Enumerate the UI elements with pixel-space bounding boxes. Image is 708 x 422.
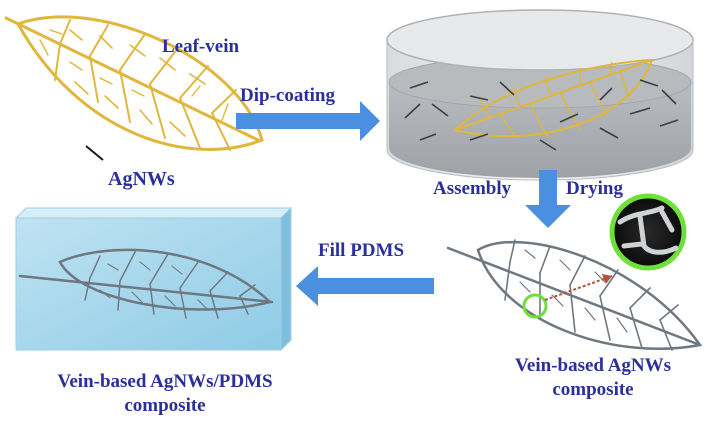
petri-dish-icon — [386, 9, 694, 181]
zoom-arrow-icon — [544, 274, 613, 301]
label-pdms-composite-line1: Vein-based AgNWs/PDMS — [57, 371, 273, 392]
label-vein-composite: Vein-based AgNWs composite — [488, 354, 698, 402]
arrow-fill-pdms — [296, 266, 434, 306]
arrow-assembly-drying — [525, 170, 571, 228]
label-agnws: AgNWs — [108, 168, 175, 190]
microscope-inset-icon — [609, 193, 687, 271]
label-drying: Drying — [566, 178, 623, 199]
arrow-dip-coating — [236, 101, 380, 141]
label-pdms-composite-line2: composite — [124, 395, 206, 416]
label-fill-pdms: Fill PDMS — [318, 240, 405, 261]
nanowire-icon — [85, 145, 104, 161]
label-vein-composite-line2: composite — [552, 379, 634, 400]
leaf-vein-skeleton-icon — [4, 15, 264, 151]
vein-composite-leaf-icon — [446, 239, 703, 351]
label-assembly: Assembly — [433, 178, 512, 199]
label-pdms-composite: Vein-based AgNWs/PDMS composite — [20, 370, 310, 418]
highlight-ring-icon — [522, 293, 548, 319]
label-leaf-vein: Leaf-vein — [162, 36, 240, 57]
pdms-block-icon — [14, 206, 293, 352]
label-dip-coating: Dip-coating — [240, 85, 335, 106]
label-vein-composite-line1: Vein-based AgNWs — [514, 355, 672, 376]
